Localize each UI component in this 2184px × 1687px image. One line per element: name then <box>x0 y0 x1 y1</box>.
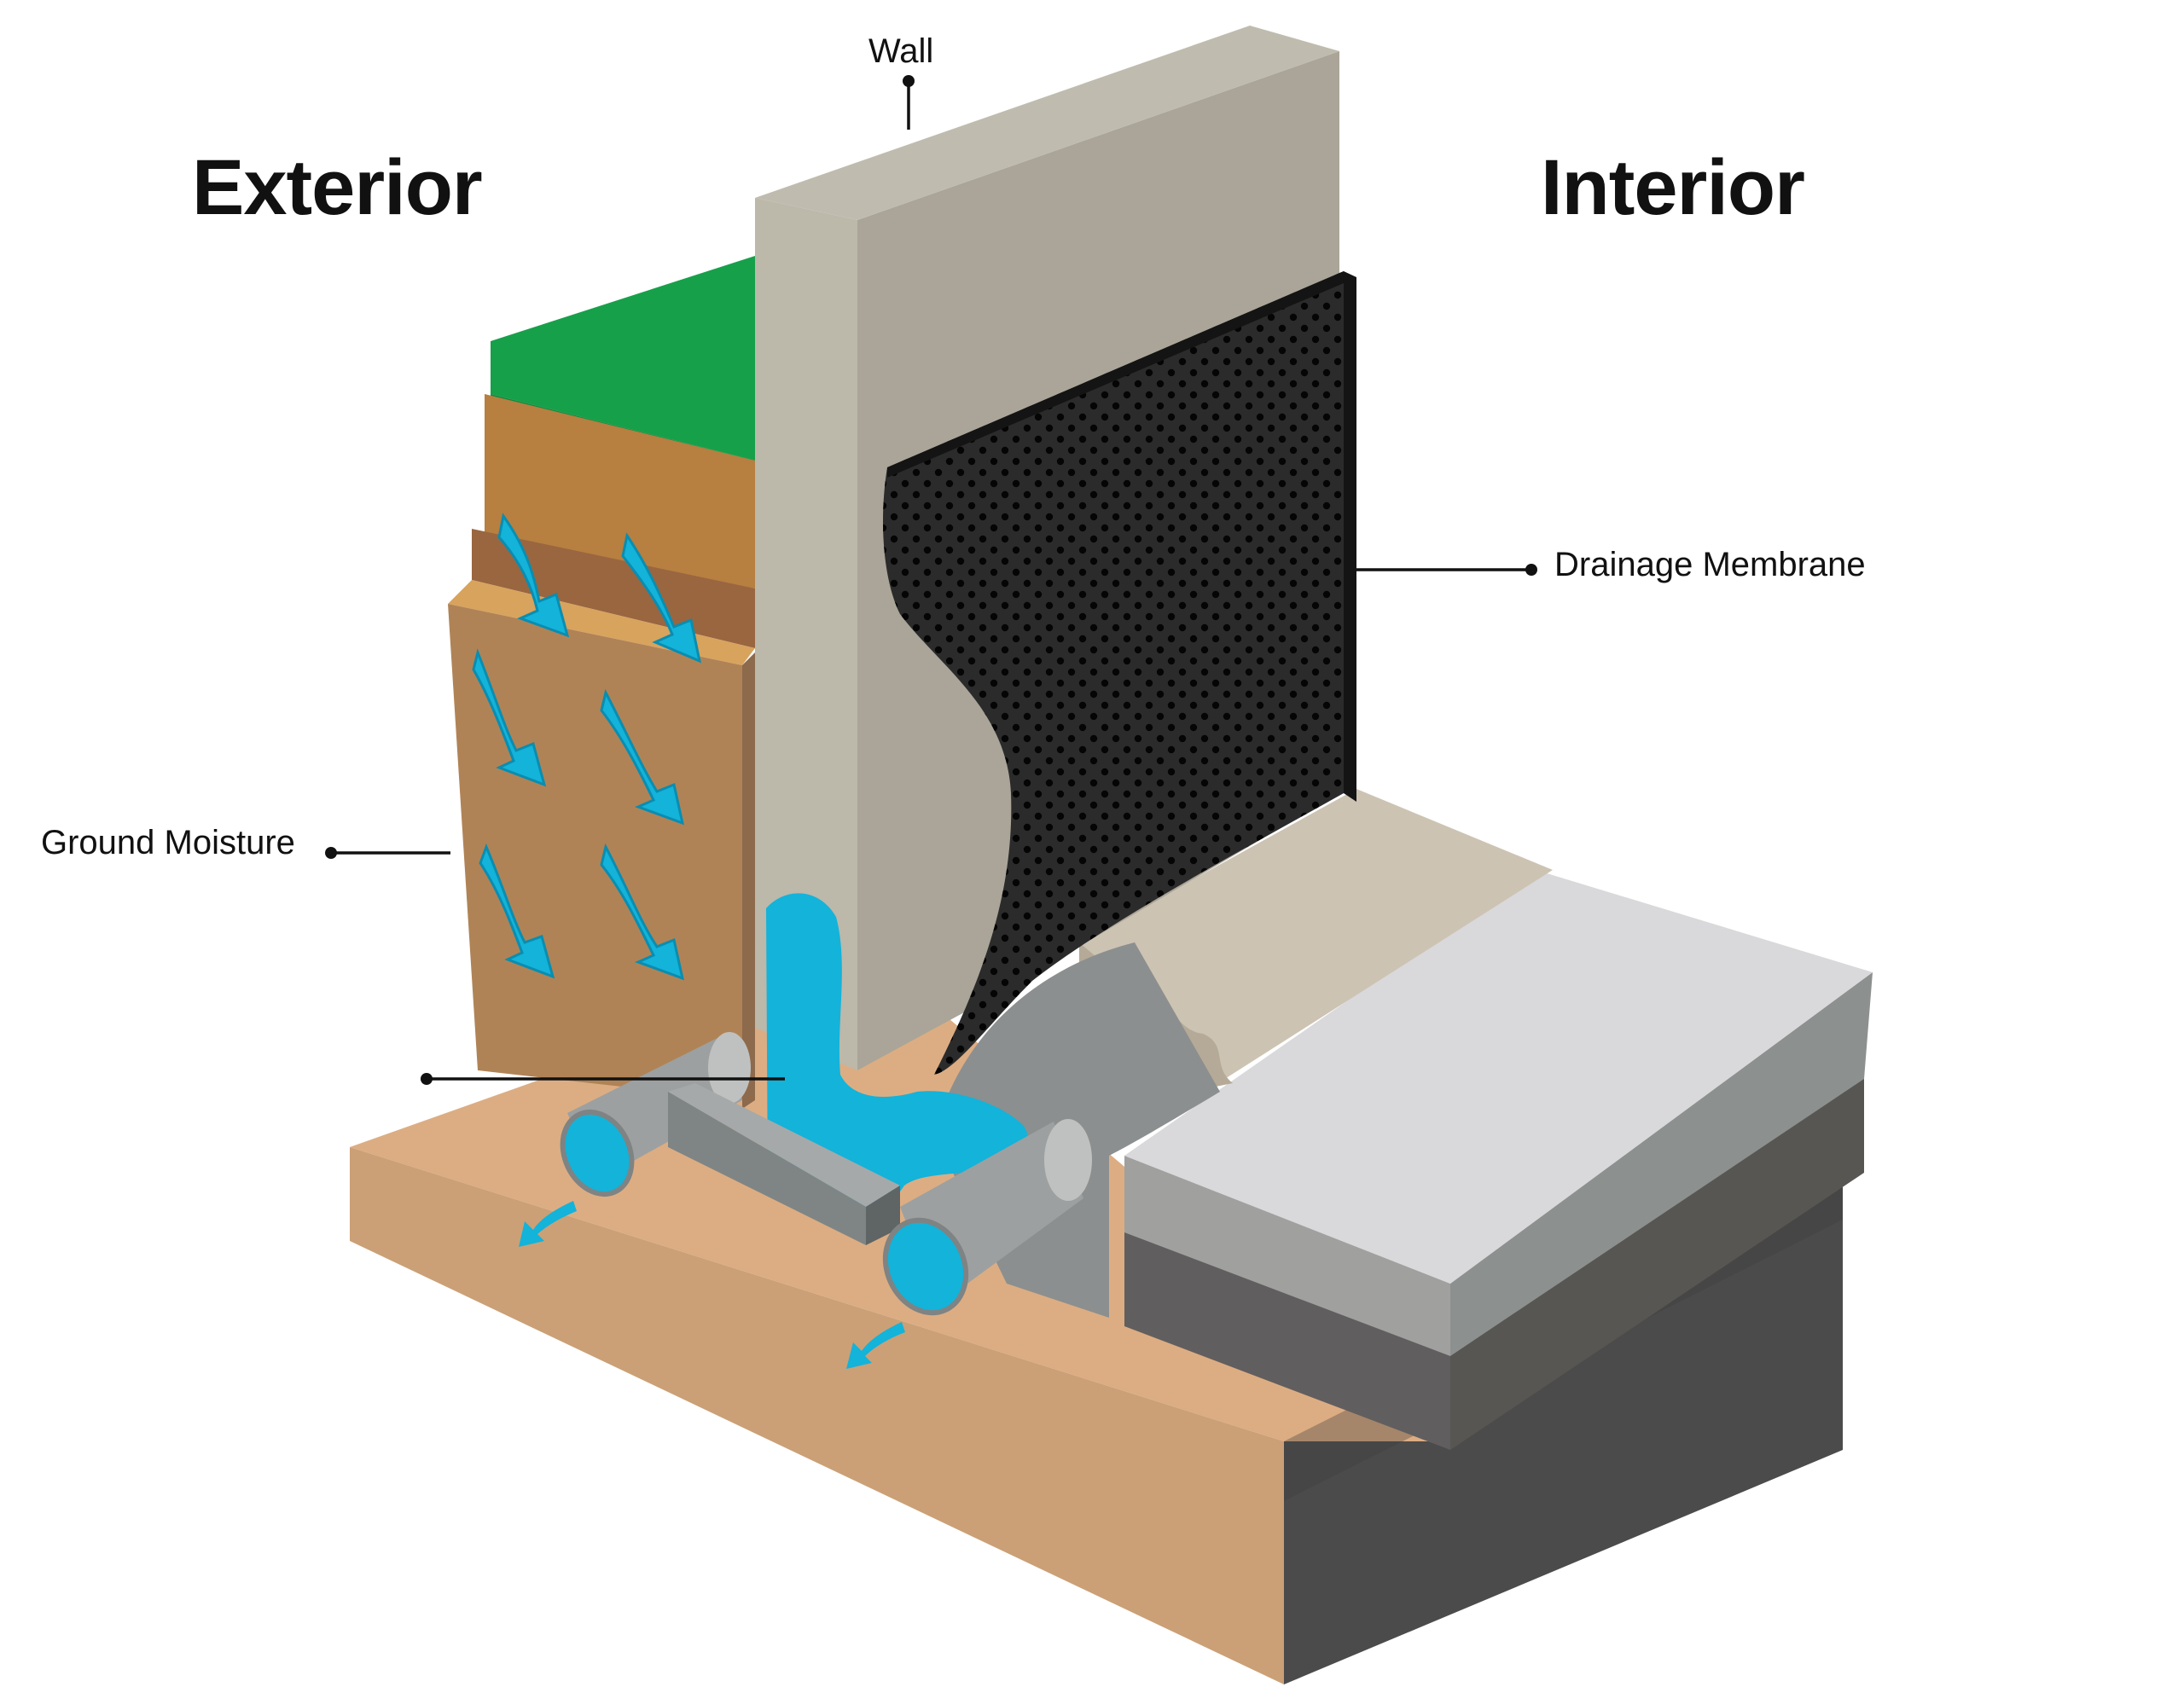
moisture-arrow <box>472 648 547 787</box>
wall-leader-dot <box>903 75 915 87</box>
moisture-arrow <box>600 688 685 826</box>
outflow-arrow <box>846 1322 905 1369</box>
moisture-arrow <box>621 532 702 664</box>
moisture-arrow <box>497 513 570 638</box>
drain-assembly <box>560 1032 1092 1316</box>
moisture-arrow <box>600 843 685 981</box>
outflow-arrow <box>519 1201 577 1247</box>
membrane-leader-dot <box>1525 564 1537 576</box>
leader-lines <box>325 75 1537 1085</box>
interior-heading: Interior <box>1541 144 1805 231</box>
drain-pipe-right <box>882 1119 1092 1316</box>
exterior-soil <box>448 256 755 1109</box>
outflow-arrows <box>519 1201 905 1369</box>
drainage-membrane-label: Drainage Membrane <box>1554 546 1866 583</box>
interior-slab <box>1124 870 1873 1450</box>
water-pool <box>766 893 1029 1217</box>
exterior-heading: Exterior <box>192 144 483 231</box>
drain-pipe-left <box>560 1032 751 1197</box>
drain-channel <box>668 1083 900 1245</box>
moisture-leader-dot <box>325 847 337 859</box>
drain-leader-dot <box>421 1073 433 1085</box>
ground-moisture-label: Ground Moisture <box>41 824 295 861</box>
moisture-arrow <box>479 843 555 979</box>
wall-label: Wall <box>868 32 934 70</box>
drainage-membrane <box>883 271 1356 1075</box>
moisture-arrows <box>472 513 702 981</box>
